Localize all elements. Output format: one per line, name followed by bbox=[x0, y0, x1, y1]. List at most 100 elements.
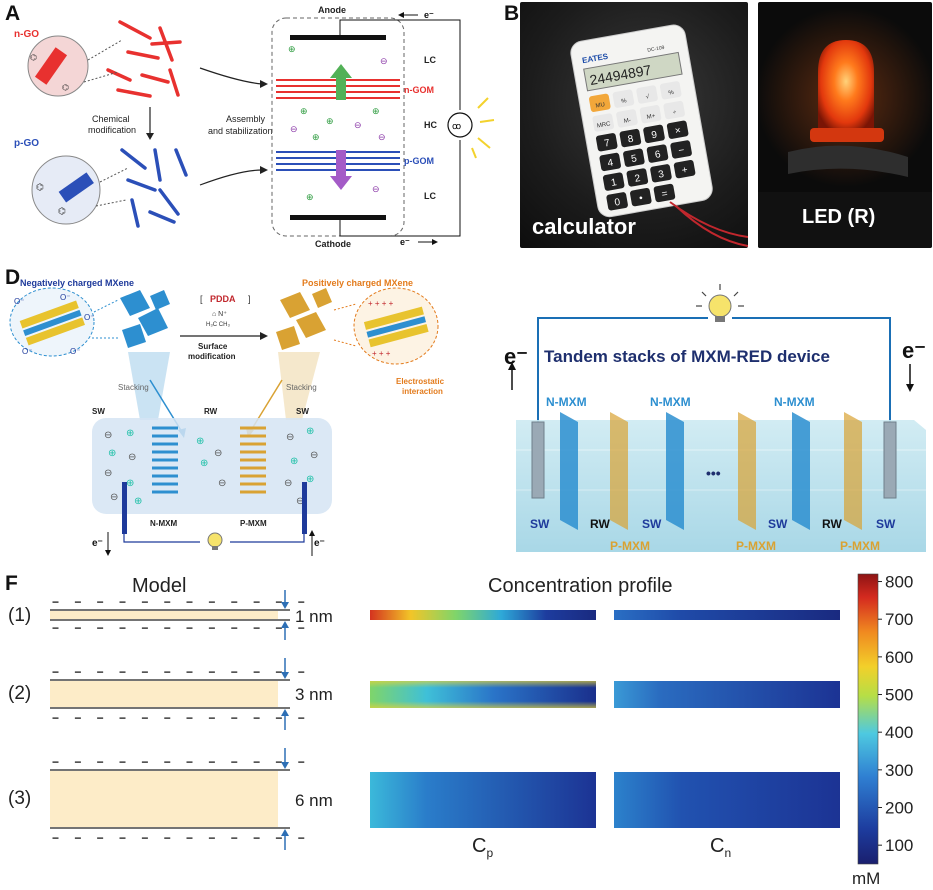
sw-label-3: SW bbox=[768, 517, 788, 531]
cn-map-1 bbox=[614, 610, 840, 620]
calculator-key-label: 1 bbox=[610, 177, 618, 189]
svg-text:⌬: ⌬ bbox=[30, 53, 37, 62]
svg-text:⊖: ⊖ bbox=[378, 132, 386, 142]
chem-mod-label-1: Chemical bbox=[92, 114, 130, 124]
cathode-label: Cathode bbox=[315, 239, 351, 249]
surf-mod-label-2: modification bbox=[188, 352, 236, 361]
led-label: LED (R) bbox=[802, 206, 876, 228]
electron-label-bottom: e⁻ bbox=[400, 237, 410, 247]
n-gom-label: n-GOM bbox=[404, 85, 434, 95]
calculator-key-label: % bbox=[668, 90, 675, 97]
calculator-key bbox=[646, 144, 669, 163]
calculator-key-label: 2 bbox=[634, 173, 642, 185]
svg-text:O⁻: O⁻ bbox=[60, 293, 70, 302]
calculator-key-label: % bbox=[621, 98, 628, 105]
pos-mxene-label: Positively charged MXene bbox=[302, 278, 413, 288]
calculator-key-label: + bbox=[681, 165, 689, 177]
calculator-key-label: 6 bbox=[654, 149, 662, 161]
electrode-right bbox=[302, 482, 307, 534]
svg-text:⊕: ⊕ bbox=[290, 456, 298, 467]
calculator-label: calculator bbox=[532, 214, 636, 239]
calculator-key bbox=[606, 192, 628, 211]
cp-map-1 bbox=[370, 610, 596, 620]
calculator-key bbox=[663, 100, 685, 120]
p-go-flakes bbox=[120, 148, 188, 228]
p-mxm-stack bbox=[240, 426, 266, 494]
svg-text:⊖: ⊖ bbox=[354, 120, 362, 130]
anode-label: Anode bbox=[318, 5, 346, 15]
row-1-thickness: 1 nm bbox=[295, 607, 333, 626]
cp-map-3 bbox=[370, 772, 596, 828]
calculator-key-label: MRC bbox=[597, 121, 612, 129]
svg-text:− − − − − − − − − − − −: − − − − − − − − − − − − bbox=[52, 831, 311, 845]
calculator-key-label: √ bbox=[645, 93, 650, 101]
pdda-label: PDDA bbox=[210, 294, 236, 304]
p-mxm-label-3: P-MXM bbox=[840, 539, 880, 553]
svg-text:⌬: ⌬ bbox=[36, 182, 44, 192]
svg-text:⊕: ⊕ bbox=[108, 448, 116, 459]
svg-text:⊕: ⊕ bbox=[200, 458, 208, 469]
calculator-display bbox=[583, 51, 683, 92]
svg-text:⊖: ⊖ bbox=[128, 452, 136, 463]
electrode-e-right bbox=[883, 421, 897, 499]
hc-label: HC bbox=[424, 120, 437, 130]
calculator-key-label: × bbox=[674, 125, 682, 137]
calculator-key-label: 0 bbox=[614, 197, 622, 209]
svg-text:− − − − − − − − − − − −: − − − − − − − − − − − − bbox=[52, 711, 311, 725]
p-mxene-flakes bbox=[276, 288, 332, 350]
led-bulb bbox=[818, 40, 874, 132]
sw-right-label: SW bbox=[296, 407, 309, 416]
row-3-channel bbox=[50, 771, 278, 827]
svg-text:⊕: ⊕ bbox=[126, 478, 134, 489]
electrode-e-left bbox=[531, 421, 545, 499]
p-mxm-label-2: P-MXM bbox=[736, 539, 776, 553]
n-mxm-label-1: N-MXM bbox=[546, 395, 587, 409]
svg-text:⊕: ⊕ bbox=[288, 44, 296, 54]
svg-text:H₃C CH₃: H₃C CH₃ bbox=[206, 322, 230, 328]
panel-f-diagram: Model Concentration profile (1) − − − − … bbox=[8, 573, 913, 888]
bulb-icon-d bbox=[207, 532, 223, 548]
svg-text:⊖: ⊖ bbox=[104, 468, 112, 479]
calculator-key-label: ÷ bbox=[673, 110, 678, 117]
svg-text:O⁻: O⁻ bbox=[70, 347, 80, 356]
calculator-key bbox=[599, 152, 621, 172]
calculator-key-label: 9 bbox=[651, 129, 659, 141]
panel-d-diagram: Negatively charged MXene Positively char… bbox=[9, 278, 445, 556]
svg-text:⊖: ⊖ bbox=[380, 56, 388, 66]
colorbar-tick-label: 600 bbox=[885, 648, 913, 667]
stacking-label-right: Stacking bbox=[286, 383, 317, 392]
sw-label-2: SW bbox=[642, 517, 662, 531]
svg-text:− − − − − − − − − − − −: − − − − − − − − − − − − bbox=[52, 621, 311, 635]
glow-icon bbox=[471, 97, 495, 159]
profile-title: Concentration profile bbox=[488, 575, 673, 597]
colorbar-tick-label: 400 bbox=[885, 723, 913, 742]
cp-label: Cp bbox=[472, 835, 493, 860]
anode-electrode bbox=[290, 35, 386, 40]
electron-label-d-left: e⁻ bbox=[92, 538, 103, 549]
calculator-key-label: MU bbox=[595, 102, 605, 110]
ion-markers-d: ⊖⊕ ⊕⊖ ⊖⊕ ⊖⊕ ⊕⊕ ⊖⊖ ⊖⊕ ⊕⊖ ⊖⊕ ⊖ bbox=[104, 426, 318, 507]
calculator-key-label: • bbox=[638, 193, 644, 205]
ion-markers: ⊕ ⊖ ⊕⊕ ⊕⊖ ⊖⊕ ⊖ ⊕⊖ bbox=[288, 44, 388, 202]
svg-text:⌬: ⌬ bbox=[62, 83, 69, 92]
p-mxm-label: P-MXM bbox=[240, 519, 267, 528]
calculator-key-label: 3 bbox=[658, 169, 666, 181]
n-go-label: n-GO bbox=[14, 29, 39, 40]
svg-text:⌂ N⁺: ⌂ N⁺ bbox=[212, 311, 227, 318]
svg-text:⊖: ⊖ bbox=[310, 450, 318, 461]
svg-text:+ + + +: + + + + bbox=[368, 299, 394, 308]
device-box bbox=[92, 418, 332, 514]
calculator-key bbox=[653, 183, 676, 203]
led-photo: LED (R) bbox=[758, 2, 932, 248]
calculator-key-label: = bbox=[661, 189, 669, 201]
svg-text:⌬: ⌬ bbox=[58, 206, 66, 216]
svg-text:⊕: ⊕ bbox=[300, 106, 308, 116]
electron-label-top: e⁻ bbox=[424, 10, 434, 20]
rw-label: RW bbox=[204, 407, 218, 416]
cathode-electrode bbox=[290, 215, 386, 220]
calculator-key-label: 7 bbox=[603, 138, 611, 150]
n-mxm-label-3: N-MXM bbox=[774, 395, 815, 409]
calculator-key bbox=[630, 188, 652, 207]
svg-text:⊖: ⊖ bbox=[290, 124, 298, 134]
panel-e-diagram: e⁻ e⁻ Tandem stacks of MXM-RED device ••… bbox=[496, 260, 933, 560]
